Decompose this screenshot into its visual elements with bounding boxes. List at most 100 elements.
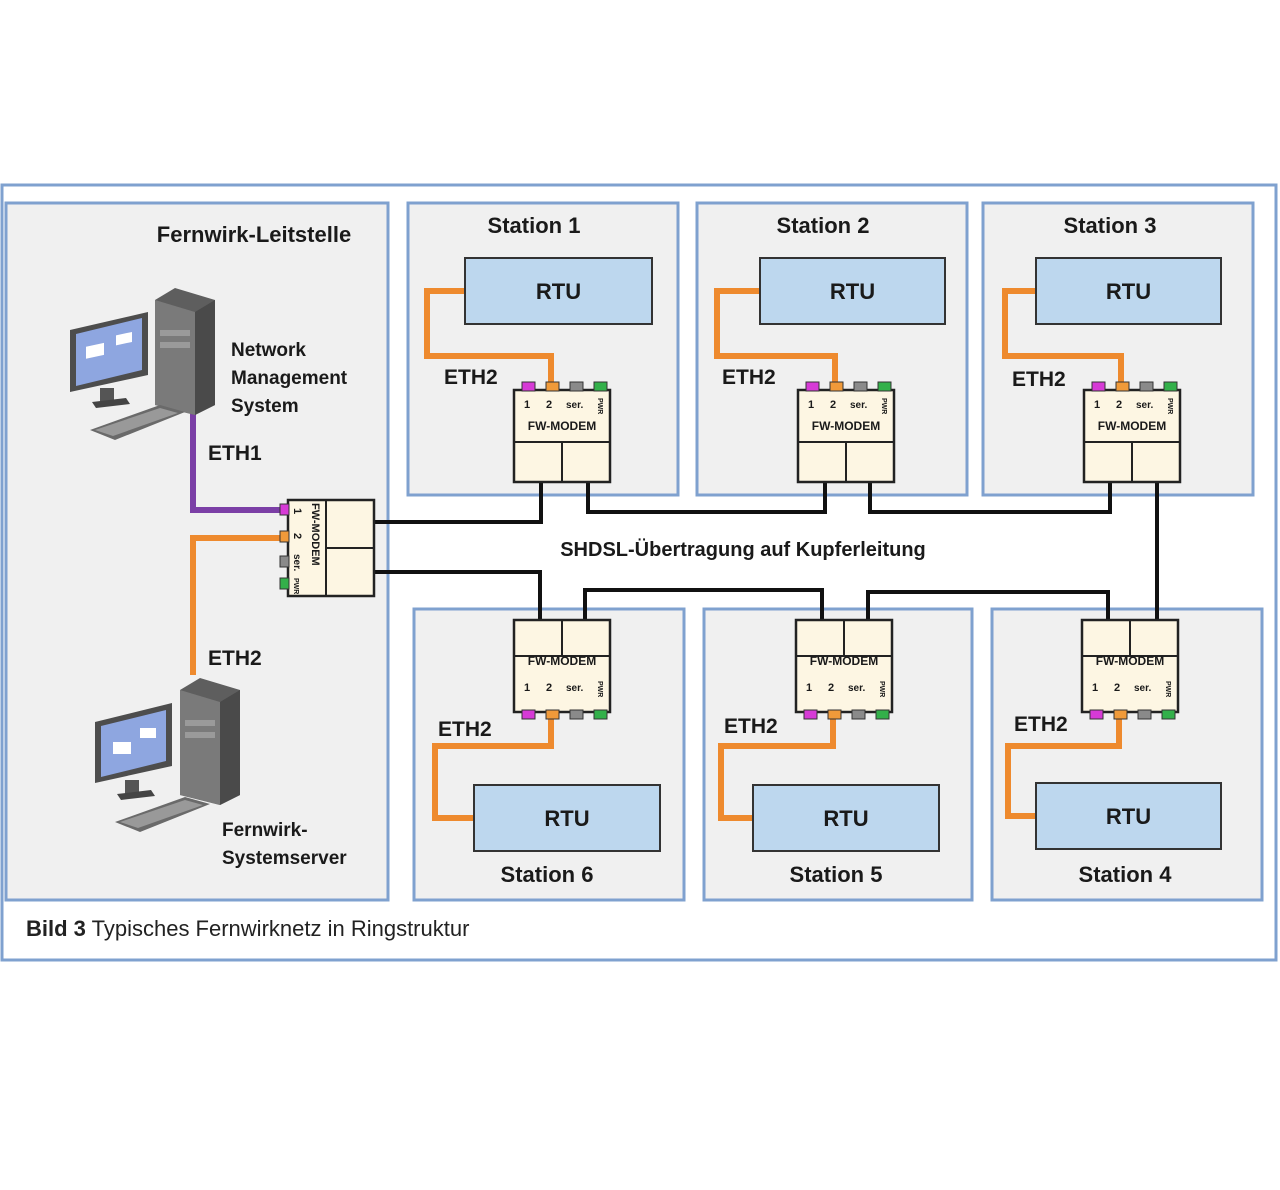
station-5-modem-power-label: PWR	[878, 681, 885, 697]
cc-modem-port-serial	[279, 555, 290, 568]
station-3-modem-label: FW-MODEM	[1098, 419, 1166, 433]
station-4-eth2-cable	[1005, 712, 1122, 819]
station-4-modem-port-1-label: 1	[1092, 682, 1098, 694]
cc-eth2-cable	[190, 535, 284, 675]
station-2-modem-port-eth2	[829, 381, 844, 392]
station-6-modem-port-serial	[569, 709, 584, 720]
station-5-modem-port-power	[875, 709, 890, 720]
caption-bold: Bild 3	[26, 916, 86, 941]
cc-eth2-label: ETH2	[208, 647, 262, 670]
caption-text: Typisches Fernwirknetz in Ringstruktur	[86, 916, 470, 941]
station-5-eth2-cable	[718, 712, 836, 821]
station-5-modem-port-serial	[851, 709, 866, 720]
station-6-modem-label: FW-MODEM	[528, 654, 596, 668]
eth1-cable	[190, 406, 284, 513]
nms-label-line-1: Network	[231, 340, 306, 361]
station-2-modem-label: FW-MODEM	[812, 419, 880, 433]
figure-caption: Bild 3 Typisches Fernwirknetz in Ringstr…	[26, 916, 469, 941]
station-6-modem-port-eth1	[521, 709, 536, 720]
server-computer-icon	[95, 678, 240, 832]
station-2-rtu-box	[759, 257, 946, 325]
station-3-modem-port-eth1	[1091, 381, 1106, 392]
station-6-modem-serial-label: ser.	[566, 683, 583, 694]
cc-modem-port-power	[279, 577, 290, 590]
station-4-rtu-label: RTU	[1106, 804, 1151, 829]
station-1-modem-port-eth2	[545, 381, 560, 392]
station-3-eth2-label: ETH2	[1012, 368, 1066, 391]
shdsl-line-cc-to-station-1	[375, 482, 543, 524]
station-1-modem-port-1-label: 1	[524, 399, 530, 411]
nms-computer-icon	[70, 288, 215, 440]
station-5-modem-port-2-label: 2	[828, 682, 834, 694]
station-6-modem-port-2-label: 2	[546, 682, 552, 694]
station-3-modem-port-eth2	[1115, 381, 1130, 392]
shdsl-line-station-6-to-cc	[375, 570, 542, 620]
cc-modem-power-label: PWR	[292, 578, 299, 594]
station-1-modem-port-eth1	[521, 381, 536, 392]
station-6-modem-port-1-label: 1	[524, 682, 530, 694]
station-1-modem-port-2-label: 2	[546, 399, 552, 411]
station-2-modem-port-power	[877, 381, 892, 392]
station-2-title: Station 2	[777, 213, 870, 238]
station-1-rtu-label: RTU	[536, 279, 581, 304]
station-1-title: Station 1	[488, 213, 581, 238]
station-4-modem-port-2-label: 2	[1114, 682, 1120, 694]
station-1-panel	[406, 201, 680, 497]
station-4-eth2-label: ETH2	[1014, 713, 1068, 736]
station-2-modem-port-1-label: 1	[808, 399, 814, 411]
station-4-title: Station 4	[1079, 862, 1173, 887]
shdsl-line-station-4-to-5	[866, 590, 1110, 620]
station-3-modem-port-1-label: 1	[1094, 399, 1100, 411]
station-3-title: Station 3	[1064, 213, 1157, 238]
station-1-modem-serial-label: ser.	[566, 400, 583, 411]
station-4-rtu-box	[1035, 782, 1222, 850]
station-2-modem-serial-label: ser.	[850, 400, 867, 411]
station-6-eth2-cable	[432, 712, 554, 821]
cc-modem-port-1-label: 1	[291, 508, 303, 514]
station-4-modem-port-power	[1161, 709, 1176, 720]
station-2-modem-power-label: PWR	[880, 398, 887, 414]
station-6-modem-box	[512, 618, 612, 714]
station-4-modem-port-eth2	[1113, 709, 1128, 720]
station-6-eth2-label: ETH2	[438, 718, 492, 741]
station-3-eth2-cable	[1002, 288, 1124, 390]
station-6-modem-port-eth2	[545, 709, 560, 720]
shdsl-line-station-2-to-3	[868, 482, 1112, 514]
station-3-modem-power-label: PWR	[1166, 398, 1173, 414]
station-4-modem-label: FW-MODEM	[1096, 654, 1164, 668]
station-3-modem-serial-label: ser.	[1136, 400, 1153, 411]
station-3-modem-port-serial	[1139, 381, 1154, 392]
server-label-line-2: Systemserver	[222, 848, 347, 869]
station-6-rtu-box	[473, 784, 661, 852]
station-4-modem-power-label: PWR	[1164, 681, 1171, 697]
station-3-rtu-label: RTU	[1106, 279, 1151, 304]
cc-fw-modem: FW-MODEM 1 2 ser. PWR	[279, 498, 376, 598]
station-1-eth2-label: ETH2	[444, 366, 498, 389]
station-3-modem-box	[1082, 388, 1182, 484]
station-1-rtu-box	[464, 257, 653, 325]
cc-modem-port-eth1	[279, 503, 290, 516]
station-6-rtu-label: RTU	[544, 806, 589, 831]
station-1-modem-power-label: PWR	[596, 398, 603, 414]
station-5-rtu-box	[752, 784, 940, 852]
station-2-rtu-label: RTU	[830, 279, 875, 304]
station-2-modem-port-2-label: 2	[830, 399, 836, 411]
station-4-modem-port-serial	[1137, 709, 1152, 720]
station-2-eth2-cable	[714, 288, 838, 390]
station-3-rtu-box	[1035, 257, 1222, 325]
station-1-modem-label: FW-MODEM	[528, 419, 596, 433]
station-5-eth2-label: ETH2	[724, 715, 778, 738]
shdsl-ring	[375, 482, 1159, 620]
station-1-modem-port-serial	[569, 381, 584, 392]
station-5-modem-port-1-label: 1	[806, 682, 812, 694]
station-5-modem-port-eth2	[827, 709, 842, 720]
station-3-modem-port-2-label: 2	[1116, 399, 1122, 411]
nms-label-line-3: System	[231, 396, 299, 417]
